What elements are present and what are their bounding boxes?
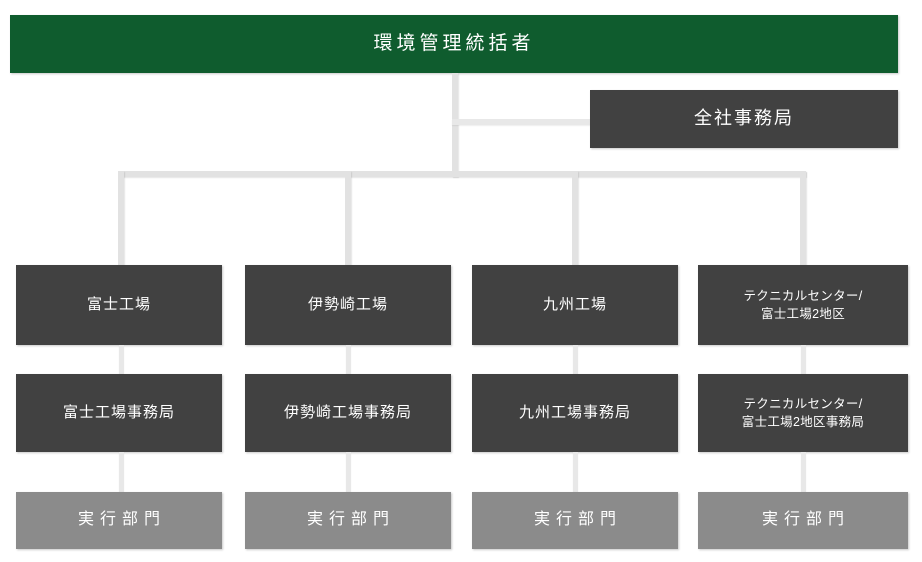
- connector-col1-down: [118, 171, 124, 267]
- connector-col2-down: [345, 171, 351, 267]
- node-label-office-4-line1: テクニカルセンター/: [743, 396, 863, 411]
- connector-distributor-bar: [118, 171, 806, 177]
- node-label-execution-2: 実行部門: [306, 511, 395, 529]
- node-label-site-3-line1: 九州工場: [542, 296, 607, 314]
- node-label-execution-1: 実行部門: [77, 511, 166, 529]
- connector-col1-site-to-office: [119, 345, 124, 376]
- connector-col4-down: [800, 171, 806, 267]
- node-label-office-2: 伊勢崎工場事務局: [284, 403, 412, 423]
- node-label-site-4: テクニカルセンター/ 富士工場2地区: [744, 287, 863, 323]
- connector-col1-office-to-execution: [119, 452, 124, 494]
- connector-col4-site-to-office: [801, 345, 806, 376]
- node-label-site-3: 九州工場: [543, 295, 607, 315]
- node-label-root: 環境管理統括者: [373, 32, 535, 54]
- node-label-office-4: テクニカルセンター/ 富士工場2地区事務局: [742, 395, 864, 431]
- connector-col4-office-to-execution: [801, 452, 806, 494]
- node-label-execution-3: 実行部門: [533, 511, 622, 529]
- node-site-3[interactable]: 九州工場: [472, 265, 678, 345]
- connector-col2-site-to-office: [346, 345, 351, 376]
- node-office-3[interactable]: 九州工場事務局: [472, 374, 678, 452]
- connector-col3-site-to-office: [573, 345, 578, 376]
- node-label-office-1: 富士工場事務局: [63, 403, 175, 423]
- node-label-site-1-line1: 富士工場: [86, 296, 151, 314]
- node-label-office-4-line2: 富士工場2地区事務局: [741, 415, 865, 429]
- connector-col3-down: [572, 171, 578, 267]
- node-label-office-3: 九州工場事務局: [519, 403, 631, 423]
- connector-root-to-staff: [452, 119, 594, 125]
- connector-col2-office-to-execution: [346, 452, 351, 494]
- node-label-staff: 全社事務局: [694, 108, 794, 129]
- node-label-office-1-line1: 富士工場事務局: [62, 404, 175, 422]
- node-company-wide-secretariat[interactable]: 全社事務局: [590, 90, 898, 148]
- connector-root-spine: [452, 73, 458, 177]
- node-site-1[interactable]: 富士工場: [16, 265, 222, 345]
- node-office-1[interactable]: 富士工場事務局: [16, 374, 222, 452]
- node-label-site-1: 富士工場: [87, 295, 151, 315]
- node-label-site-4-line1: テクニカルセンター/: [743, 288, 863, 303]
- node-label-execution-4: 実行部門: [761, 511, 850, 529]
- node-site-4[interactable]: テクニカルセンター/ 富士工場2地区: [698, 265, 908, 345]
- node-label-office-2-line1: 伊勢崎工場事務局: [283, 404, 412, 422]
- node-label-office-3-line1: 九州工場事務局: [518, 404, 631, 422]
- node-label-site-4-line2: 富士工場2地区: [760, 307, 846, 321]
- node-office-4[interactable]: テクニカルセンター/ 富士工場2地区事務局: [698, 374, 908, 452]
- node-label-site-2-line1: 伊勢崎工場: [307, 296, 388, 314]
- node-environment-management-director[interactable]: 環境管理統括者: [10, 15, 898, 73]
- node-execution-3[interactable]: 実行部門: [472, 492, 678, 549]
- node-label-site-2: 伊勢崎工場: [308, 295, 388, 315]
- node-execution-4[interactable]: 実行部門: [698, 492, 908, 549]
- node-site-2[interactable]: 伊勢崎工場: [245, 265, 451, 345]
- connector-col3-office-to-execution: [573, 452, 578, 494]
- node-execution-2[interactable]: 実行部門: [245, 492, 451, 549]
- node-execution-1[interactable]: 実行部門: [16, 492, 222, 549]
- node-office-2[interactable]: 伊勢崎工場事務局: [245, 374, 451, 452]
